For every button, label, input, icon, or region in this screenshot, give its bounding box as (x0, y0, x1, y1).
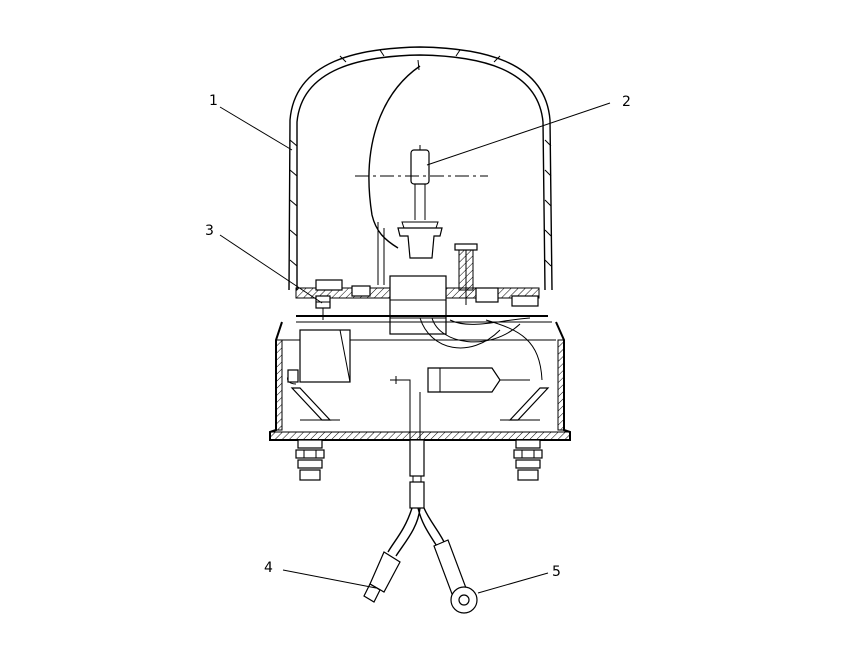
callout-5: 5 (552, 564, 561, 580)
screw (315, 295, 331, 320)
drive-post (454, 243, 478, 305)
lens-dome (288, 46, 553, 291)
external-cable (387, 439, 447, 557)
leader-lines (219, 102, 611, 594)
callout-4: 4 (264, 560, 273, 576)
mounting-bolt-right (513, 439, 543, 481)
motor-block (287, 329, 351, 385)
ring-terminal (433, 539, 478, 614)
reflector (368, 59, 421, 285)
callout-2: 2 (622, 94, 631, 110)
plug-connector (363, 551, 401, 603)
callout-1: 1 (209, 93, 218, 109)
base-plate (295, 275, 552, 335)
bulb (355, 145, 488, 259)
internal-wiring (390, 317, 543, 440)
brackets (290, 387, 550, 421)
callout-3: 3 (205, 223, 214, 239)
mounting-bolt-left (295, 439, 325, 481)
